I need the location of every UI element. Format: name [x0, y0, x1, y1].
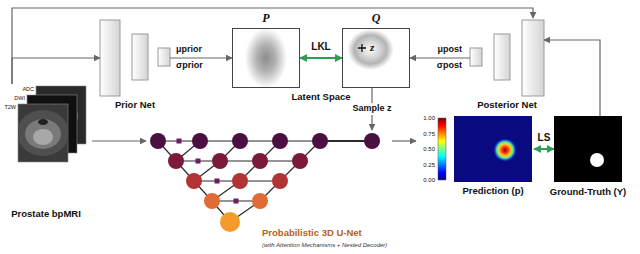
- node-label: P: [262, 12, 269, 26]
- unet-links: [158, 141, 372, 222]
- node-label: (with Attention Mechanisms + Nested Deco…: [262, 242, 387, 249]
- prediction-map: [454, 116, 532, 182]
- node-label: Prediction (p): [462, 186, 523, 197]
- unet-node: [312, 133, 328, 149]
- sample-marker: [358, 44, 366, 52]
- colorbar-tick: 0.25: [423, 161, 435, 168]
- colorbar-tick: 0.75: [423, 130, 435, 137]
- connector: [544, 40, 600, 116]
- unet-node: [272, 133, 288, 149]
- sequence-name: ADC: [22, 86, 34, 92]
- unet-nodes: [150, 133, 380, 232]
- latent-parameter: σpost: [437, 61, 462, 71]
- connector: [300, 57, 342, 59]
- colorbar-tick: 1.00: [423, 115, 435, 122]
- node-label: Probabilistic 3D U-Net: [262, 228, 362, 239]
- mri-slice: [17, 104, 69, 162]
- sequence-name: T2W: [4, 104, 16, 110]
- layer-bar: [522, 20, 544, 96]
- unet-node: [232, 173, 248, 189]
- connector: [410, 57, 470, 58]
- ground-truth-map: [554, 116, 622, 182]
- edge-label: LKL: [311, 41, 330, 52]
- node-label: z: [370, 41, 374, 54]
- attention-gate: [215, 179, 220, 184]
- layer-bar: [132, 34, 148, 80]
- node-label: Q: [372, 12, 381, 26]
- unet-node: [252, 193, 268, 209]
- latent-box: P: [232, 28, 300, 88]
- connector: [92, 140, 146, 141]
- connector: [12, 58, 100, 84]
- connector: [12, 8, 533, 84]
- colorbar-tick: 0.00: [423, 177, 435, 184]
- skip-link: [176, 160, 300, 161]
- node-label: Prior Net: [115, 100, 155, 111]
- connector: [534, 148, 554, 150]
- latent-parameter: μpost: [437, 45, 462, 55]
- unet-node: [252, 153, 268, 169]
- connector: [392, 140, 416, 141]
- unet-node: [168, 153, 184, 169]
- unet-node: [292, 153, 308, 169]
- bottleneck-node: [220, 212, 240, 232]
- attention-gate: [196, 159, 201, 164]
- sequence-name: DWI: [14, 95, 25, 101]
- unet-node: [272, 173, 288, 189]
- upsample-link: [176, 141, 320, 222]
- prediction-panel: Prediction (p): [416, 116, 534, 198]
- layer-bar: [494, 34, 510, 80]
- attention-gate: [177, 139, 182, 144]
- network-block: Prior Net: [100, 18, 170, 112]
- latent-parameter: σprior: [176, 61, 203, 71]
- node-label: Ground-Truth (Y): [550, 187, 627, 198]
- colorbar-tick: 0.50: [423, 146, 435, 153]
- edge-label: Sample z: [350, 103, 393, 115]
- unet-node: [232, 133, 248, 149]
- unet-node: [186, 173, 202, 189]
- unet-block: Probabilistic 3D U-Net (with Attention Me…: [146, 130, 392, 250]
- latent-parameter: μprior: [176, 45, 202, 55]
- colorbar: [438, 118, 446, 180]
- group-label: Latent Space: [291, 92, 350, 102]
- slice-anatomy: [18, 110, 68, 156]
- slice-frame: [18, 104, 68, 162]
- lesion-probability: [493, 138, 517, 162]
- layer-bar: [470, 48, 482, 66]
- posterior-density: [342, 28, 410, 88]
- attention-gates: [177, 139, 239, 204]
- unet-node: [204, 193, 220, 209]
- layer-bar: [100, 20, 120, 96]
- edge-label: LS: [538, 132, 551, 143]
- unet-node: [150, 133, 166, 149]
- node-label: Posterior Net: [477, 100, 537, 111]
- prior-density: [232, 28, 300, 88]
- unet-node: [192, 133, 208, 149]
- unet-node: [212, 153, 228, 169]
- attention-gate: [234, 199, 239, 204]
- encoder-link: [158, 141, 230, 222]
- lesion-mask: [590, 153, 604, 167]
- unet-node: [364, 133, 380, 149]
- layer-bar: [158, 48, 170, 66]
- network-block: Posterior Net: [470, 18, 544, 112]
- connector: [170, 57, 232, 58]
- latent-box: Qz: [342, 28, 410, 88]
- node-label: Prostate bpMRI: [11, 209, 81, 220]
- posterior-net-layers: [470, 20, 544, 96]
- prior-net-layers: [100, 20, 170, 96]
- ground-truth-panel: Ground-Truth (Y): [554, 116, 622, 182]
